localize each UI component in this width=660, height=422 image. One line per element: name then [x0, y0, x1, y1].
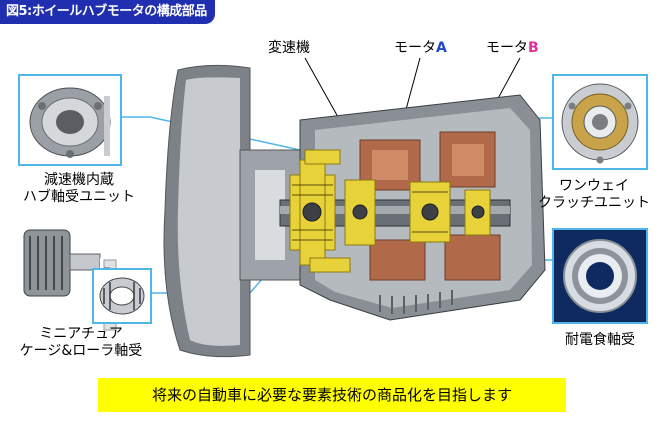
label-reducer-hub-line1: 減速機内蔵	[44, 172, 114, 188]
wheel-rim-inner	[177, 77, 240, 346]
photo-cage-roller-bearing	[92, 268, 152, 324]
label-insulated-bearing: 耐電食軸受	[565, 332, 635, 348]
gear-hubs	[302, 202, 485, 222]
label-miniature-line1: ミニアチュア	[39, 326, 123, 342]
label-motor-a: モータA	[394, 40, 447, 57]
cooling-fins	[379, 290, 453, 314]
label-transmission: 変速機	[268, 40, 310, 56]
label-motor-a-prefix: モータ	[394, 40, 436, 56]
label-one-way-clutch: ワンウェイ クラッチユニット	[530, 178, 658, 212]
label-one-way-line1: ワンウェイ	[559, 178, 629, 194]
label-reducer-hub-line2: ハブ軸受ユニット	[23, 189, 135, 205]
photo-insulated-bearing	[552, 228, 648, 324]
photo-one-way-clutch	[552, 74, 648, 170]
photo-reducer-hub-bearing	[18, 74, 122, 166]
label-miniature-line2: ケージ&ローラ軸受	[19, 343, 143, 359]
motor-coils	[359, 131, 501, 281]
label-one-way-line2: クラッチユニット	[538, 195, 650, 211]
label-motor-b: モータB	[486, 40, 539, 57]
photo-miniature-rotor	[22, 222, 102, 304]
label-reducer-hub-bearing: 減速機内蔵 ハブ軸受ユニット	[20, 172, 138, 206]
label-motor-a-letter: A	[436, 40, 447, 56]
figure-title: 図5:ホイールハブモータの構成部品	[0, 0, 215, 24]
label-motor-b-prefix: モータ	[486, 40, 528, 56]
label-miniature-bearing: ミニアチュア ケージ&ローラ軸受	[2, 326, 160, 360]
gear-teeth	[292, 184, 448, 241]
slogan-banner: 将来の自動車に必要な要素技術の商品化を目指します	[98, 378, 566, 412]
label-motor-b-letter: B	[528, 40, 539, 56]
